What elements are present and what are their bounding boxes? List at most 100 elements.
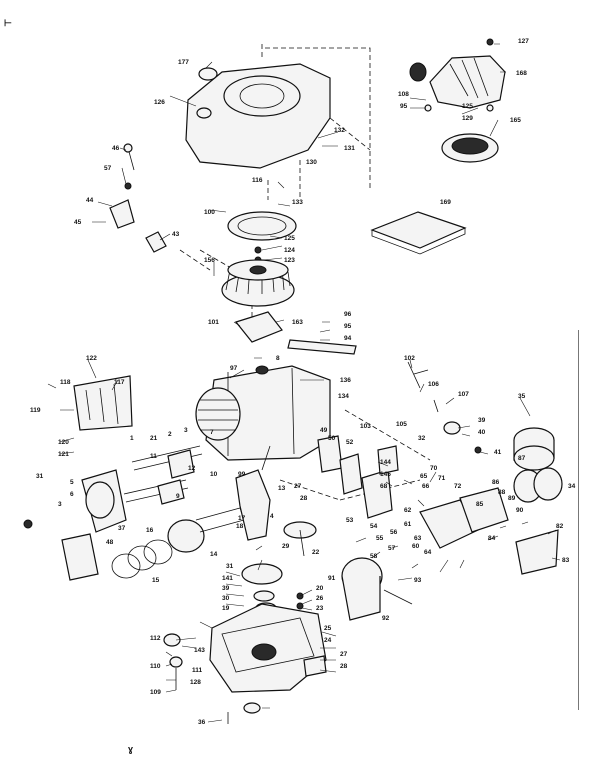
label-45: 45 xyxy=(74,219,82,226)
label-19: 19 xyxy=(222,605,230,612)
label-23: 23 xyxy=(316,605,324,612)
label-111: 111 xyxy=(192,667,203,674)
label-46: 46 xyxy=(112,145,120,152)
label-165: 165 xyxy=(510,117,521,124)
label-96: 96 xyxy=(344,311,352,318)
label-34: 34 xyxy=(568,483,576,490)
label-125: 125 xyxy=(462,103,473,110)
label-4: 4 xyxy=(270,513,274,520)
label-10: 10 xyxy=(210,471,218,478)
label-2: 2 xyxy=(168,431,172,438)
label-27b: 27 xyxy=(340,651,348,658)
air-guide xyxy=(227,211,297,264)
label-126: 126 xyxy=(154,99,165,106)
label-68: 68 xyxy=(380,483,388,490)
muffler xyxy=(513,427,555,471)
label-1: 1 xyxy=(130,435,134,442)
label-12: 12 xyxy=(188,465,196,472)
label-143: 143 xyxy=(194,647,205,654)
label-90: 90 xyxy=(516,507,524,514)
label-88: 88 xyxy=(498,489,506,496)
air-filter xyxy=(370,211,467,255)
label-27: 27 xyxy=(294,483,302,490)
piston xyxy=(111,507,245,579)
footer-mark: ɣ xyxy=(128,744,133,754)
blower-housing xyxy=(185,63,331,169)
label-41: 41 xyxy=(494,449,502,456)
label-108: 108 xyxy=(398,91,409,98)
crankshaft xyxy=(235,445,317,557)
label-156: 156 xyxy=(204,257,215,264)
label-49: 49 xyxy=(320,427,328,434)
label-30: 30 xyxy=(222,595,230,602)
label-85: 85 xyxy=(476,501,484,508)
label-129: 129 xyxy=(462,115,473,122)
label-7: 7 xyxy=(210,429,214,436)
label-3: 3 xyxy=(184,427,188,434)
label-3b: 3 xyxy=(58,501,62,508)
label-28: 28 xyxy=(300,495,308,502)
label-61: 61 xyxy=(404,521,412,528)
label-119: 119 xyxy=(30,407,41,414)
label-66: 66 xyxy=(422,483,430,490)
label-37: 37 xyxy=(118,525,126,532)
label-11: 11 xyxy=(150,453,157,460)
label-62: 62 xyxy=(404,507,412,514)
governor-parts xyxy=(317,435,399,519)
label-57b: 57 xyxy=(388,545,396,552)
label-31: 31 xyxy=(36,473,44,480)
label-57: 57 xyxy=(104,165,112,172)
label-21: 21 xyxy=(150,435,158,442)
label-87: 87 xyxy=(518,455,526,462)
throttle-link xyxy=(407,361,439,413)
label-168: 168 xyxy=(516,70,527,77)
label-97: 97 xyxy=(230,365,238,372)
label-105: 105 xyxy=(396,421,407,428)
label-64: 64 xyxy=(424,549,432,556)
label-107: 107 xyxy=(458,391,469,398)
label-95: 95 xyxy=(400,103,408,110)
label-84: 84 xyxy=(488,535,496,542)
label-136: 136 xyxy=(340,377,351,384)
label-92: 92 xyxy=(382,615,390,622)
label-86: 86 xyxy=(492,479,500,486)
label-91: 91 xyxy=(328,575,336,582)
label-52: 52 xyxy=(346,439,354,446)
label-163: 163 xyxy=(292,319,303,326)
label-72: 72 xyxy=(454,483,462,490)
label-144: 144 xyxy=(380,459,391,466)
label-28b: 28 xyxy=(340,663,348,670)
oil-cap xyxy=(198,67,218,81)
label-65: 65 xyxy=(420,473,428,480)
label-15: 15 xyxy=(152,577,160,584)
label-100: 100 xyxy=(204,209,215,216)
dipstick-parts xyxy=(109,143,167,253)
ignition-coil xyxy=(234,311,283,343)
engine-block xyxy=(195,365,331,461)
label-32: 32 xyxy=(418,435,426,442)
label-44: 44 xyxy=(86,197,94,204)
misc-hardware xyxy=(163,633,261,724)
label-132: 132 xyxy=(334,127,345,134)
label-134: 134 xyxy=(338,393,349,400)
label-145: 145 xyxy=(380,471,391,478)
label-9: 9 xyxy=(176,493,180,500)
label-24: 24 xyxy=(324,637,332,644)
label-55: 55 xyxy=(376,535,384,542)
muffler-lower xyxy=(341,557,413,621)
label-101: 101 xyxy=(208,319,219,326)
label-8: 8 xyxy=(276,355,280,362)
label-106: 106 xyxy=(428,381,439,388)
knob xyxy=(443,421,461,435)
label-94: 94 xyxy=(344,335,352,342)
label-127: 127 xyxy=(518,38,529,45)
carburetor xyxy=(23,469,127,581)
label-103: 103 xyxy=(360,423,371,430)
flywheel xyxy=(221,259,295,307)
label-133: 133 xyxy=(292,199,303,206)
label-13: 13 xyxy=(278,485,286,492)
label-125b: 125 xyxy=(284,235,295,242)
label-82: 82 xyxy=(556,523,564,530)
label-48: 48 xyxy=(106,539,114,546)
